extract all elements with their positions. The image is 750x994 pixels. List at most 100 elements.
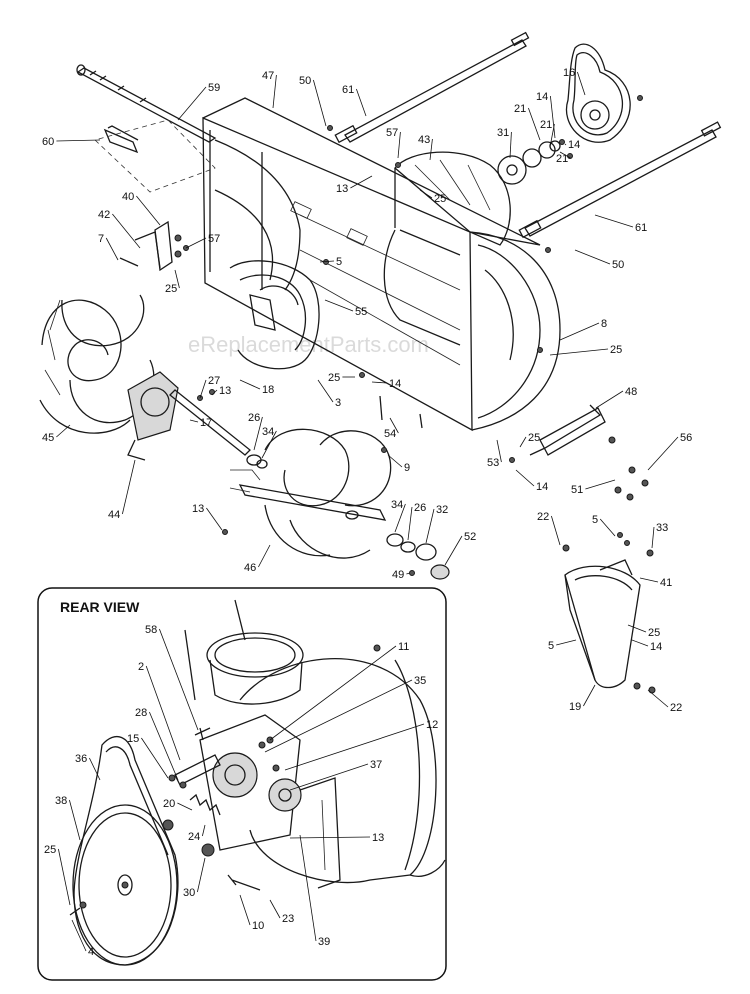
callout-label-15: 15 [127, 733, 139, 745]
callout-leader-14 [515, 469, 535, 487]
callout-label-47: 47 [262, 70, 274, 82]
callout-leader-16 [577, 71, 586, 96]
callout-leader-48 [595, 390, 624, 409]
callout-label-25: 25 [434, 193, 446, 205]
callout-label-32: 32 [436, 504, 448, 516]
callout-leader-60 [56, 139, 101, 142]
callout-leader-32 [425, 508, 435, 544]
callout-label-25: 25 [44, 844, 56, 856]
callout-label-41: 41 [660, 577, 672, 589]
callout-label-5: 5 [592, 514, 598, 526]
callout-label-20: 20 [163, 798, 175, 810]
callout-leader-22 [647, 689, 669, 708]
callout-label-33: 33 [656, 522, 668, 534]
callout-label-26: 26 [248, 412, 260, 424]
callout-label-54: 54 [384, 428, 396, 440]
callout-label-53: 53 [487, 457, 499, 469]
callout-label-25: 25 [328, 372, 340, 384]
callout-label-21: 21 [556, 153, 568, 165]
callout-label-14: 14 [568, 139, 580, 151]
callout-leader-11 [269, 645, 397, 741]
callout-label-11: 11 [398, 641, 409, 653]
callout-leader-13 [206, 507, 223, 531]
callout-leader-33 [651, 526, 655, 549]
callout-leader-56 [647, 436, 679, 471]
callout-label-13: 13 [372, 832, 384, 844]
callout-leader-5 [599, 518, 616, 537]
impeller-3 [229, 260, 320, 370]
callout-label-7: 7 [98, 233, 104, 245]
callout-label-58: 58 [145, 624, 157, 636]
bracket-40-42 [119, 220, 189, 272]
callout-leader-26 [253, 416, 263, 451]
callout-leader-57 [185, 237, 207, 249]
callout-leader-45 [56, 424, 71, 438]
callout-label-28: 28 [135, 707, 147, 719]
callout-label-31: 31 [497, 127, 509, 139]
bracket-60 [103, 125, 139, 154]
rear-view-title: REAR VIEW [60, 599, 140, 615]
gearbox-44 [127, 371, 179, 461]
callout-label-59: 59 [208, 82, 220, 94]
callout-leader-3 [317, 379, 334, 403]
callout-label-5: 5 [336, 256, 342, 268]
dashed-guide-60 [94, 119, 216, 193]
callout-leader-50 [313, 79, 327, 127]
callout-leader-31 [509, 131, 512, 159]
bushings-lower [386, 533, 450, 580]
callout-leader-47 [272, 74, 277, 109]
callout-label-12: 12 [426, 719, 438, 731]
auger-left-45 [39, 294, 155, 434]
callout-label-4: 4 [88, 946, 94, 958]
callout-leader-61 [356, 88, 367, 117]
callout-leader-14 [631, 639, 649, 647]
callout-leader-30 [197, 857, 206, 893]
callout-label-14: 14 [389, 378, 401, 390]
callout-leader-34 [394, 503, 406, 533]
callout-leader-50 [574, 249, 611, 265]
callout-label-17: 17 [200, 417, 212, 429]
callout-leader-12 [284, 723, 425, 771]
callout-label-48: 48 [625, 386, 637, 398]
callout-label-45: 45 [42, 432, 54, 444]
callout-label-36: 36 [75, 753, 87, 765]
callout-label-60: 60 [42, 136, 54, 148]
callout-label-50: 50 [299, 75, 311, 87]
callout-label-52: 52 [464, 531, 476, 543]
callout-label-13: 13 [192, 503, 204, 515]
callout-leader-36 [89, 757, 101, 781]
callout-label-26: 26 [414, 502, 426, 514]
callout-label-18: 18 [262, 384, 274, 396]
auger-housing [202, 97, 561, 432]
callout-label-22: 22 [670, 702, 682, 714]
callout-label-55: 55 [355, 306, 367, 318]
shave-plate-48 [529, 404, 649, 501]
bushings-upper [246, 454, 268, 469]
auger-right-46 [229, 428, 392, 559]
handle-61-lower [518, 121, 722, 239]
callout-leader-43 [429, 138, 433, 161]
callout-label-25: 25 [528, 432, 540, 444]
callout-label-5: 5 [548, 640, 554, 652]
callout-leader-2 [145, 665, 181, 761]
callout-label-40: 40 [122, 191, 134, 203]
callout-leader-10 [239, 894, 251, 926]
belt-16 [565, 43, 631, 143]
callout-label-24: 24 [188, 831, 200, 843]
callout-leader-25 [519, 436, 527, 448]
auger-shaft-17 [169, 389, 251, 456]
callout-label-61: 61 [635, 222, 647, 234]
callout-leader-61 [594, 214, 634, 228]
callout-label-16: 16 [563, 67, 575, 79]
callout-leader-21 [528, 107, 541, 141]
callout-label-37: 37 [370, 759, 382, 771]
callout-label-34: 34 [391, 499, 403, 511]
bearing-stack [497, 139, 573, 185]
callout-leader-25 [58, 848, 71, 906]
callout-leader-14 [371, 381, 388, 384]
callout-leader-40 [136, 195, 161, 226]
callout-leader-5 [556, 639, 577, 646]
callout-leader-22 [551, 515, 561, 546]
callout-leader-13 [289, 836, 371, 839]
